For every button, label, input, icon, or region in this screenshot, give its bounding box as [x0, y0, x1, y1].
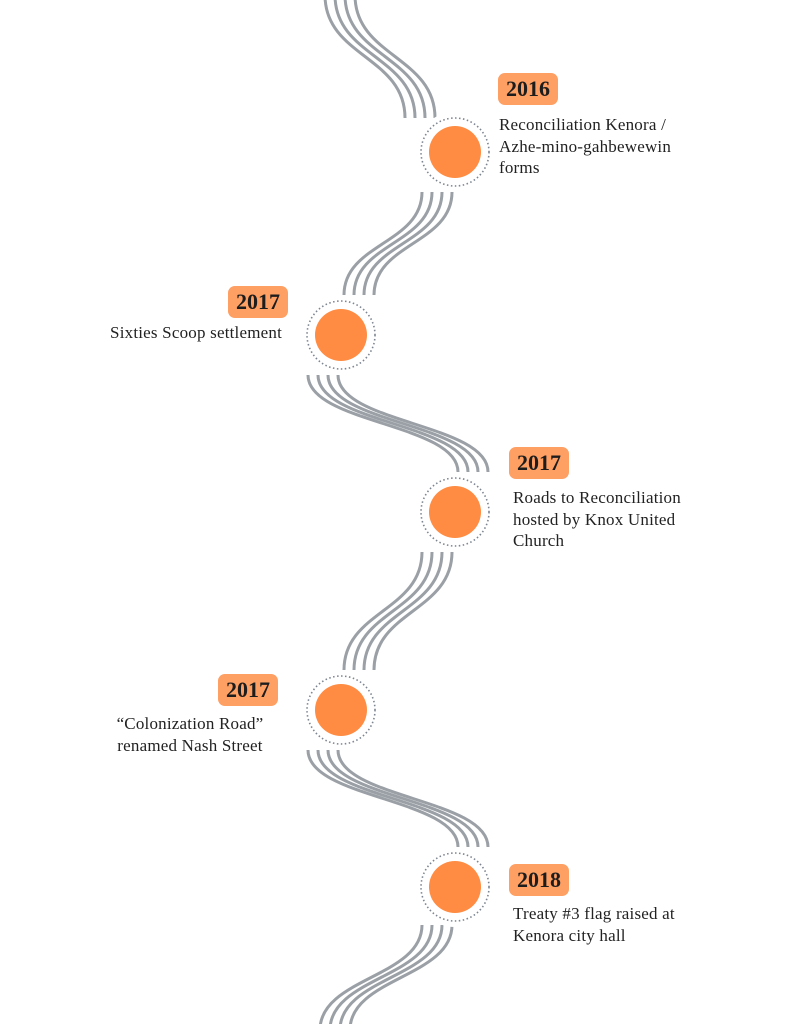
event-year-badge: 2017: [509, 447, 569, 479]
timeline-node: [315, 309, 367, 361]
timeline-node: [429, 126, 481, 178]
event-year-badge: 2018: [509, 864, 569, 896]
timeline-line: [329, 924, 434, 1024]
timeline-node: [315, 684, 367, 736]
timeline-line: [323, 0, 407, 119]
timeline-line: [343, 0, 427, 119]
timeline-line: [333, 0, 417, 119]
timeline-line: [336, 374, 490, 473]
node-dotted-ring: [306, 675, 376, 745]
timeline-line: [372, 551, 454, 671]
timeline-line: [319, 924, 424, 1024]
timeline-line: [306, 374, 460, 473]
timeline-line: [326, 749, 480, 848]
timeline-line: [339, 924, 444, 1024]
timeline-node: [429, 486, 481, 538]
node-dotted-ring: [420, 477, 490, 547]
timeline-line: [342, 551, 424, 671]
timeline-line: [306, 749, 460, 848]
timeline-line: [342, 191, 424, 296]
event-description: Roads to Reconciliation hosted by Knox U…: [513, 488, 681, 550]
timeline-line: [316, 374, 470, 473]
timeline-node: [429, 861, 481, 913]
event-description: Sixties Scoop settlement: [110, 323, 282, 342]
timeline-line: [352, 551, 434, 671]
timeline-line: [336, 749, 490, 848]
timeline-line: [362, 551, 444, 671]
timeline-line: [352, 191, 434, 296]
timeline-line: [372, 191, 454, 296]
timeline-line: [362, 191, 444, 296]
event-description: “Colonization Road” renamed Nash Street: [116, 714, 264, 755]
timeline-line: [326, 374, 480, 473]
timeline-line: [316, 749, 470, 848]
event-year-badge: 2017: [218, 674, 278, 706]
node-dotted-ring: [420, 852, 490, 922]
event-description: Reconciliation Kenora / Azhe-mino-gahbew…: [499, 115, 672, 177]
timeline-line: [353, 0, 437, 119]
timeline-line: [349, 924, 454, 1024]
node-dotted-ring: [306, 300, 376, 370]
event-year-badge: 2017: [228, 286, 288, 318]
event-year-badge: 2016: [498, 73, 558, 105]
node-dotted-ring: [420, 117, 490, 187]
event-description: Treaty #3 flag raised at Kenora city hal…: [513, 904, 675, 945]
